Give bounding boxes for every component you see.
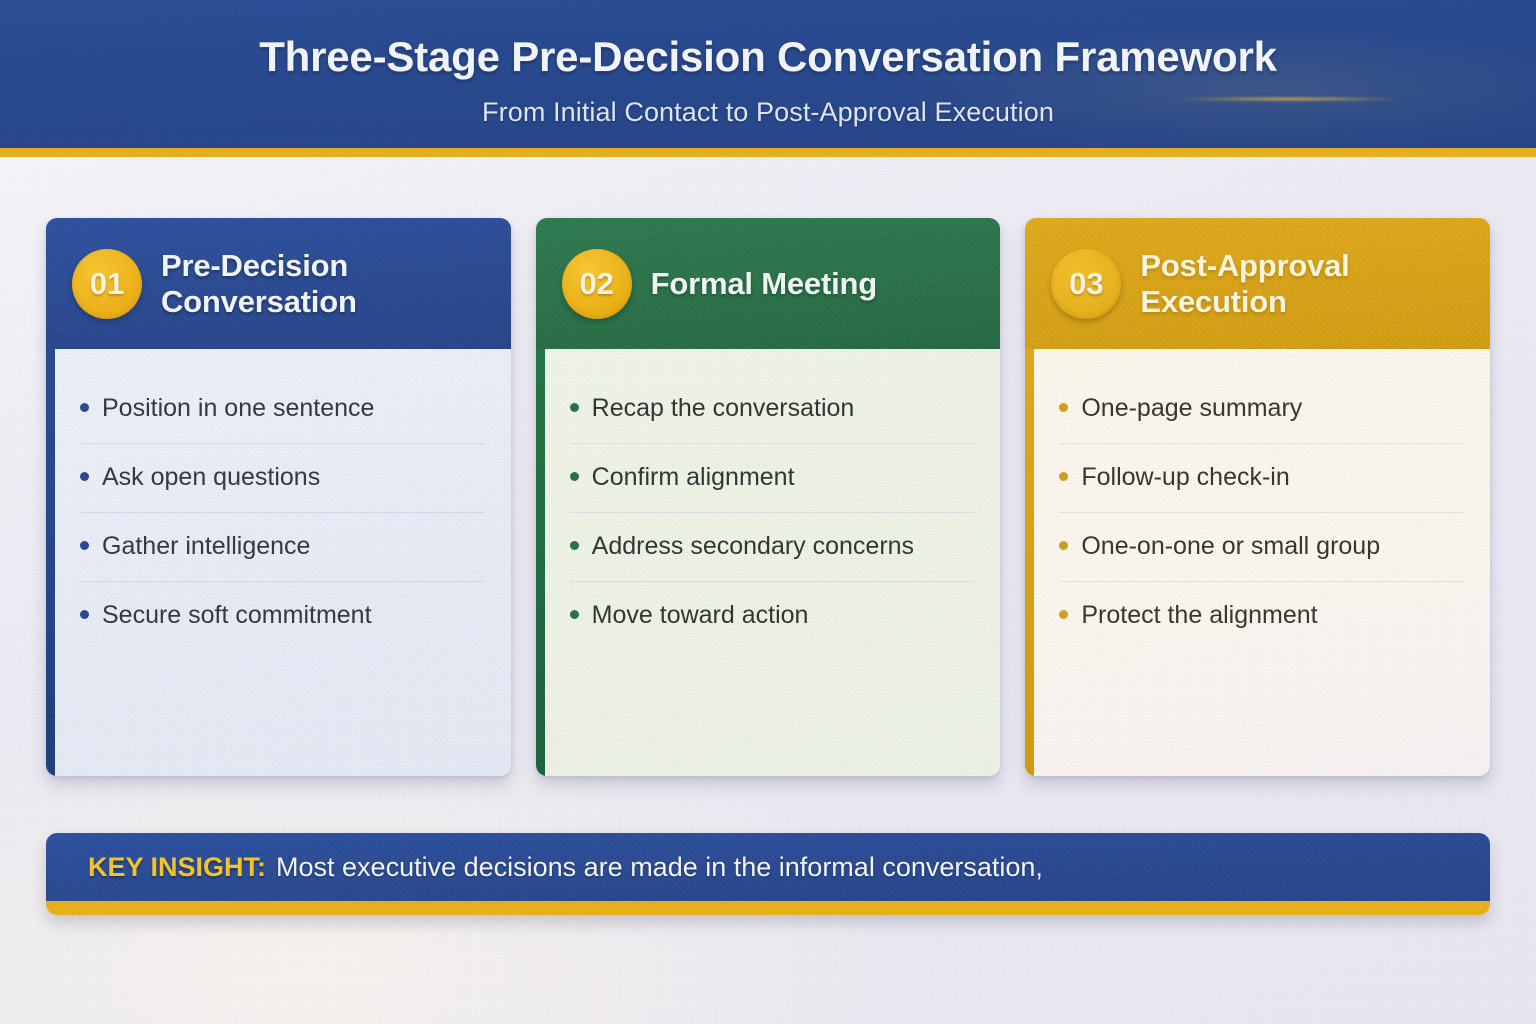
stage-card-3-body: One-page summary Follow-up check-in One-… — [1025, 349, 1491, 776]
bullet-icon — [80, 472, 89, 481]
stage-card-1-body: Position in one sentence Ask open questi… — [46, 349, 511, 776]
stage-card-2-list: Recap the conversation Confirm alignment… — [569, 375, 975, 650]
list-item-label: Ask open questions — [102, 463, 321, 491]
list-item: Recap the conversation — [569, 375, 975, 444]
list-item-label: Follow-up check-in — [1081, 463, 1290, 491]
bullet-icon — [569, 472, 579, 481]
list-item: Address secondary concerns — [569, 513, 975, 582]
stage-card-1-header: 01 Pre-Decision Conversation — [46, 218, 511, 349]
stage-card-2-header: 02 Formal Meeting — [535, 218, 1001, 349]
stage-card-3-title: Post-Approval Execution — [1140, 247, 1350, 319]
stage-card-3-header: 03 Post-Approval Execution — [1025, 218, 1491, 349]
list-item-label: Address secondary concerns — [591, 532, 915, 560]
page-subtitle: From Initial Contact to Post-Approval Ex… — [482, 97, 1054, 127]
stage-card-2-accent-edge — [535, 349, 545, 776]
list-item-label: Position in one sentence — [102, 394, 375, 422]
stage-card-3[interactable]: 03 Post-Approval Execution One-page summ… — [1025, 218, 1491, 776]
bullet-icon — [1059, 403, 1069, 412]
list-item: Position in one sentence — [80, 375, 485, 444]
page-title: Three-Stage Pre-Decision Conversation Fr… — [259, 33, 1277, 80]
page-header: Three-Stage Pre-Decision Conversation Fr… — [0, 0, 1536, 157]
key-insight-label: KEY INSIGHT: — [88, 851, 267, 882]
stage-number-badge-1: 01 — [72, 248, 142, 319]
list-item: Gather intelligence — [80, 513, 485, 582]
bullet-icon — [1059, 472, 1069, 481]
bullet-icon — [80, 541, 89, 550]
bullet-icon — [569, 403, 579, 412]
list-item: Move toward action — [569, 582, 975, 650]
list-item: One-page summary — [1059, 375, 1465, 444]
list-item-label: One-on-one or small group — [1081, 532, 1381, 560]
stage-number-badge-3: 03 — [1051, 248, 1122, 319]
stage-card-1-list: Position in one sentence Ask open questi… — [80, 375, 485, 650]
list-item: One-on-one or small group — [1059, 513, 1465, 582]
list-item-label: Protect the alignment — [1081, 601, 1318, 629]
stage-card-1[interactable]: 01 Pre-Decision Conversation Position in… — [46, 218, 511, 776]
list-item: Confirm alignment — [569, 444, 975, 513]
list-item: Secure soft commitment — [80, 582, 485, 650]
stage-card-1-title: Pre-Decision Conversation — [161, 247, 357, 319]
list-item: Ask open questions — [80, 444, 485, 513]
stage-card-2-title: Formal Meeting — [650, 265, 877, 301]
bullet-icon — [569, 610, 579, 619]
list-item-label: One-page summary — [1081, 394, 1303, 422]
list-item-label: Move toward action — [591, 601, 809, 629]
stage-cards-row: 01 Pre-Decision Conversation Position in… — [46, 218, 1491, 776]
list-item: Protect the alignment — [1059, 582, 1464, 650]
list-item-label: Confirm alignment — [591, 463, 795, 491]
key-insight-banner: KEY INSIGHT: Most executive decisions ar… — [46, 833, 1490, 915]
bullet-icon — [80, 610, 89, 619]
stage-card-2-body: Recap the conversation Confirm alignment… — [535, 349, 1001, 776]
bullet-icon — [80, 403, 89, 412]
list-item-label: Gather intelligence — [102, 532, 311, 560]
stage-card-3-accent-edge — [1025, 349, 1035, 776]
stage-card-2[interactable]: 02 Formal Meeting Recap the conversation… — [535, 218, 1001, 776]
key-insight-text: Most executive decisions are made in the… — [276, 851, 1043, 882]
stage-card-1-accent-edge — [46, 349, 55, 776]
bullet-icon — [1059, 541, 1069, 550]
list-item: Follow-up check-in — [1059, 444, 1465, 513]
stage-card-3-list: One-page summary Follow-up check-in One-… — [1059, 375, 1465, 650]
bullet-icon — [1059, 610, 1069, 619]
list-item-label: Secure soft commitment — [102, 601, 372, 629]
stage-number-badge-2: 02 — [561, 248, 632, 319]
list-item-label: Recap the conversation — [591, 394, 855, 422]
bullet-icon — [569, 541, 579, 550]
